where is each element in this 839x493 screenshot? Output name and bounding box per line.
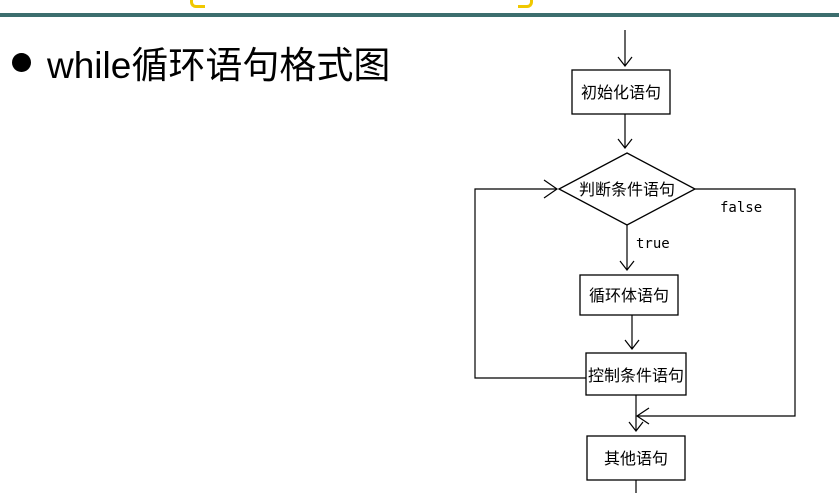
node-condition-label: 判断条件语句: [579, 180, 675, 199]
accent-brace-right: [518, 0, 533, 8]
node-init: 初始化语句: [571, 69, 671, 115]
node-control: 控制条件语句: [585, 352, 687, 396]
node-other-label: 其他语句: [604, 449, 668, 468]
node-body: 循环体语句: [579, 274, 679, 316]
node-body-label: 循环体语句: [589, 286, 669, 305]
arrow-body-to-control: [624, 315, 640, 350]
node-init-label: 初始化语句: [581, 83, 661, 102]
arrow-init-to-condition: [617, 114, 633, 149]
bullet-item: while循环语句格式图: [12, 40, 390, 86]
loop-back-arrow: [474, 179, 586, 379]
arrow-condition-to-body: [619, 225, 635, 271]
bullet-text: while循环语句格式图: [47, 45, 391, 86]
top-bar: [0, 0, 839, 20]
entry-arrow: [617, 30, 633, 67]
bullet-dot-icon: [12, 52, 31, 72]
header-rule: [0, 13, 839, 17]
node-control-label: 控制条件语句: [588, 366, 684, 385]
node-other: 其他语句: [586, 435, 686, 481]
node-condition: 判断条件语句: [557, 152, 697, 226]
true-label: true: [636, 236, 670, 252]
arrow-control-to-other: [628, 395, 644, 432]
false-label: false: [720, 200, 762, 216]
accent-brace-left: [190, 0, 205, 8]
false-branch-arrow: [635, 188, 796, 425]
